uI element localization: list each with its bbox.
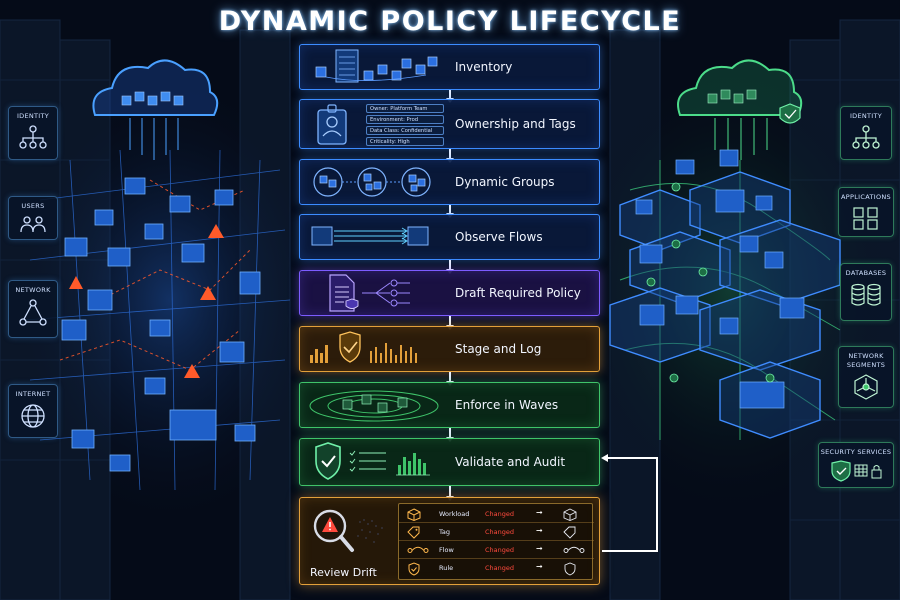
flow-outline-icon xyxy=(563,546,585,553)
tag-data-class: Data Class: Confidential xyxy=(366,126,444,135)
arrow-validate-to-drift xyxy=(446,486,454,501)
feedback-loop-vertical xyxy=(656,457,658,552)
hierarchy-icon xyxy=(19,125,47,149)
drift-row-flow: Flow Changed ➞ xyxy=(399,542,594,559)
left-card-identity: IDENTITY xyxy=(8,106,58,160)
left-card-network-label: NETWORK xyxy=(15,286,51,294)
arrow-right-icon: ➞ xyxy=(536,508,543,517)
right-cloud-icon xyxy=(677,59,803,160)
drift-row-tag: Tag Changed ➞ xyxy=(399,524,594,541)
tag-icon xyxy=(407,526,420,539)
flow-traffic-icon xyxy=(311,226,429,246)
step-stage-and-log: Stage and Log xyxy=(299,326,600,372)
tag-environment: Environment: Prod xyxy=(366,115,444,124)
step-draft-label: Draft Required Policy xyxy=(455,286,581,300)
right-card-network-segments: NETWORK SEGMENTS xyxy=(838,346,894,408)
drift-item-label: Rule xyxy=(439,564,454,572)
validate-shield-icon xyxy=(315,442,430,480)
step-inventory: Inventory xyxy=(299,44,600,90)
step-ownership-label: Ownership and Tags xyxy=(455,117,576,131)
review-drift-panel: Review Drift Workload Changed ➞ Tag Chan… xyxy=(299,497,600,585)
right-card-network-segments-label-2: SEGMENTS xyxy=(846,361,886,369)
step-dynamic-groups: Dynamic Groups xyxy=(299,159,600,205)
left-card-internet: INTERNET xyxy=(8,384,58,438)
left-card-network: NETWORK xyxy=(8,280,58,338)
drift-row-rule: Rule Changed ➞ xyxy=(399,560,594,577)
step-observe-flows-label: Observe Flows xyxy=(455,230,543,244)
flow-icon xyxy=(407,546,429,553)
security-services-icon xyxy=(831,460,882,482)
globe-icon xyxy=(21,404,45,428)
network-icon xyxy=(19,299,47,326)
drift-changes-table: Workload Changed ➞ Tag Changed ➞ xyxy=(398,503,594,580)
step-enforce-in-waves: Enforce in Waves xyxy=(299,382,600,428)
left-card-identity-label: IDENTITY xyxy=(16,112,50,120)
step-enforce-label: Enforce in Waves xyxy=(455,398,559,412)
left-card-users-label: USERS xyxy=(21,202,45,210)
arrow-draft-to-stage xyxy=(446,316,454,330)
policy-document-icon xyxy=(329,274,410,312)
drift-item-label: Flow xyxy=(439,546,454,554)
arrow-right-icon: ➞ xyxy=(536,526,543,535)
arrow-stage-to-enforce xyxy=(446,372,454,386)
tag-outline-icon xyxy=(563,526,576,539)
right-card-identity: IDENTITY xyxy=(840,106,892,160)
left-card-internet-label: INTERNET xyxy=(15,390,51,398)
cube-outline-icon xyxy=(563,508,577,521)
drift-state-label: Changed xyxy=(485,546,515,554)
cube-icon xyxy=(407,508,421,521)
arrow-enforce-to-validate xyxy=(446,428,454,442)
right-card-databases: DATABASES xyxy=(840,263,892,321)
review-drift-title: Review Drift xyxy=(310,566,377,579)
drift-state-label: Changed xyxy=(485,564,515,572)
shield-outline-icon xyxy=(564,562,576,576)
right-card-security-services-label: SECURITY SERVICES xyxy=(820,448,892,456)
magnifier-warning-icon xyxy=(313,509,383,552)
drift-row-workload: Workload Changed ➞ xyxy=(399,506,594,523)
arrow-right-icon: ➞ xyxy=(536,544,543,553)
step-stage-label: Stage and Log xyxy=(455,342,542,356)
app-cubes-icon xyxy=(853,207,878,230)
drift-state-label: Changed xyxy=(485,528,515,536)
tag-criticality: Criticality: High xyxy=(366,137,444,146)
right-card-databases-label: DATABASES xyxy=(845,269,887,277)
drift-item-label: Tag xyxy=(439,528,451,536)
right-card-applications-label: APPLICATIONS xyxy=(841,193,891,201)
feedback-loop-arrowhead xyxy=(601,454,608,462)
tag-owner: Owner: Platform Team xyxy=(366,104,444,113)
hierarchy-icon xyxy=(852,125,880,149)
arrow-inventory-to-ownership xyxy=(446,90,454,103)
shield-check-icon xyxy=(408,562,420,576)
users-icon xyxy=(20,216,46,233)
arrow-flows-to-draft xyxy=(446,260,454,274)
waves-rings-icon xyxy=(309,390,439,422)
inventory-servers-icon xyxy=(315,49,438,83)
step-draft-required-policy: Draft Required Policy xyxy=(299,270,600,316)
right-card-network-segments-label: NETWORK xyxy=(848,352,884,360)
drift-state-label: Changed xyxy=(485,510,515,518)
drift-item-label: Workload xyxy=(439,510,470,518)
step-validate-and-audit: Validate and Audit xyxy=(299,438,600,486)
diagram-title: DYNAMIC POLICY LIFECYCLE xyxy=(218,6,682,37)
dynamic-groups-icon xyxy=(313,167,431,197)
segments-icon xyxy=(854,374,878,400)
feedback-loop-bottom xyxy=(602,550,658,552)
step-dynamic-groups-label: Dynamic Groups xyxy=(455,175,555,189)
database-icon xyxy=(851,283,881,306)
arrow-ownership-to-groups xyxy=(446,149,454,163)
step-validate-label: Validate and Audit xyxy=(455,455,566,469)
left-card-users: USERS xyxy=(8,196,58,240)
arrow-right-icon: ➞ xyxy=(536,562,543,571)
left-cloud-icon xyxy=(92,59,219,160)
step-inventory-label: Inventory xyxy=(455,60,513,74)
right-card-security-services: SECURITY SERVICES xyxy=(818,442,894,488)
step-ownership-and-tags: Owner: Platform Team Environment: Prod D… xyxy=(299,99,600,149)
stage-log-chart-icon xyxy=(310,331,417,363)
step-observe-flows: Observe Flows xyxy=(299,214,600,260)
right-card-applications: APPLICATIONS xyxy=(838,187,894,237)
badge-icon xyxy=(317,104,347,145)
feedback-loop-top xyxy=(608,457,658,459)
right-card-identity-label: IDENTITY xyxy=(849,112,883,120)
arrow-groups-to-flows xyxy=(446,205,454,218)
